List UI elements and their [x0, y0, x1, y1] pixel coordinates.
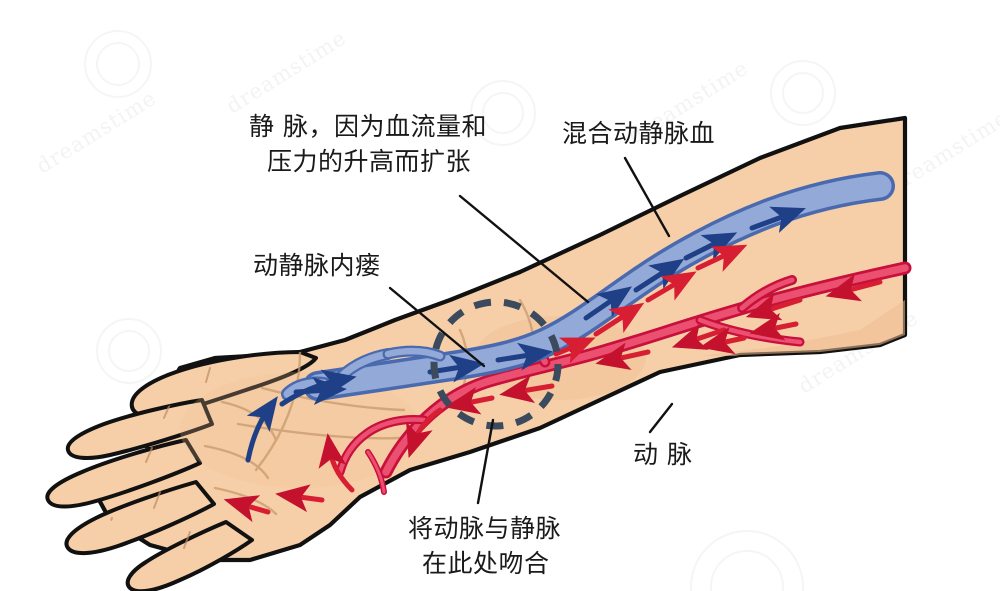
- leader-line-anastomosis: [476, 418, 495, 505]
- artery-arrow: [499, 375, 555, 404]
- label-artery-line1: 动 脉: [633, 440, 693, 469]
- little-finger-shape: [125, 520, 254, 591]
- leader-line-artery: [648, 402, 674, 434]
- fistula-highlight-circle: [430, 298, 562, 430]
- leader-lines: [388, 156, 674, 505]
- artery-arrow-palm: [318, 433, 355, 493]
- label-mixed-blood-line1: 混合动静脉血: [562, 119, 716, 148]
- artery-arrow: [745, 293, 803, 321]
- vein-arrow: [583, 286, 633, 321]
- mixed-arrow: [645, 271, 697, 303]
- artery-arrow: [825, 274, 883, 302]
- artery-arrow-palm: [275, 484, 325, 513]
- label-vein: 静 脉，因为血流量和 压力的升高而扩张: [249, 110, 487, 179]
- vein-hand-arc-fill: [384, 348, 444, 360]
- vein-arrow: [495, 342, 553, 371]
- mixed-arrow: [695, 244, 748, 272]
- vein-arrow-hand: [245, 396, 278, 463]
- leader-line-vein: [458, 194, 590, 304]
- label-vein-line1: 静 脉，因为血流量和: [249, 112, 487, 141]
- label-fistula: 动静脉内瘘: [253, 249, 381, 284]
- vein-flow-arrows: [245, 206, 806, 463]
- artery-arrow-branch: [749, 312, 799, 341]
- label-vein-line2: 压力的升高而扩张: [267, 146, 472, 176]
- label-mixed-blood: 混合动静脉血: [562, 117, 715, 152]
- label-anastomosis-line1: 将动脉与静脉: [408, 514, 562, 543]
- label-anastomosis-line2: 在此处吻合: [422, 548, 550, 578]
- artery-arteriole-fill: [366, 450, 386, 494]
- ring-finger-shape: [64, 480, 216, 555]
- artery-branch-lower-fill: [697, 317, 803, 345]
- index-finger-shape: [65, 398, 214, 460]
- leader-line-fistula: [388, 286, 486, 368]
- vein-arrow: [749, 206, 806, 234]
- leader-line-mixed: [623, 156, 671, 238]
- middle-finger-shape: [45, 438, 202, 509]
- artery-arrow-palm: [223, 495, 271, 523]
- artery-flow-arrows: [223, 274, 883, 523]
- vein-arrow-hand: [279, 369, 357, 407]
- mixed-arrow: [593, 302, 645, 337]
- vein-arrow: [683, 232, 738, 261]
- label-fistula-line1: 动静脉内瘘: [253, 251, 381, 280]
- artery-arrow-palm: [406, 407, 443, 459]
- artery-arrow: [595, 342, 651, 370]
- label-anastomosis: 将动脉与静脉 在此处吻合: [408, 512, 561, 581]
- mixed-blood-arrows: [553, 244, 748, 364]
- palm-shadow: [180, 372, 420, 488]
- label-artery: 动 脉: [633, 438, 692, 473]
- artery-arrow-branch: [699, 326, 747, 355]
- artery-arrow: [445, 386, 495, 415]
- mixed-arrow: [553, 337, 596, 364]
- artery-branch-upper-fill: [739, 277, 795, 311]
- arm-shadow: [700, 300, 905, 356]
